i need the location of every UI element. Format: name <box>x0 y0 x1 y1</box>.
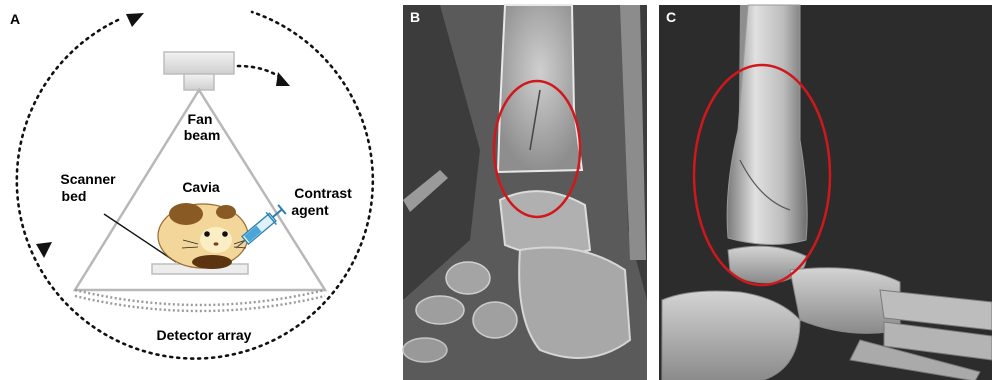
detector-array-label: Detector array <box>157 327 252 343</box>
source-arrowhead <box>276 72 290 86</box>
cuneiform <box>416 296 464 324</box>
rotation-arrowhead-top <box>126 13 144 27</box>
talus <box>500 191 590 255</box>
detector-array-row1 <box>75 290 325 305</box>
cuboid <box>473 302 517 338</box>
contrast-agent-label-line2: agent <box>291 202 329 218</box>
fan-beam-label-line2: beam <box>184 127 221 143</box>
contrast-agent-label-line1: Contrast <box>294 185 352 201</box>
fan-beam-label-line1: Fan <box>188 111 213 127</box>
panel-letter-a: A <box>10 11 20 27</box>
panel-b: B <box>403 5 647 380</box>
panel-a: A <box>10 11 373 359</box>
xray-source <box>164 52 234 90</box>
panel-c: C <box>659 5 992 380</box>
panel-letter-b: B <box>410 9 420 25</box>
detector-array-row2 <box>75 296 325 311</box>
calcaneus <box>519 248 630 359</box>
subject-label: Cavia <box>182 179 220 195</box>
scanner-bed-label-line2: bed <box>62 188 87 204</box>
source-rotation-arrow <box>238 66 284 80</box>
guinea-pig <box>158 203 248 269</box>
scanner-bed-label-line1: Scanner <box>60 171 116 187</box>
panel-letter-c: C <box>666 9 676 25</box>
navicular <box>446 262 490 294</box>
metatarsal <box>403 338 447 362</box>
calcaneus-render <box>662 291 800 380</box>
rotation-arrowhead-left <box>36 242 52 258</box>
tibia <box>498 5 582 172</box>
